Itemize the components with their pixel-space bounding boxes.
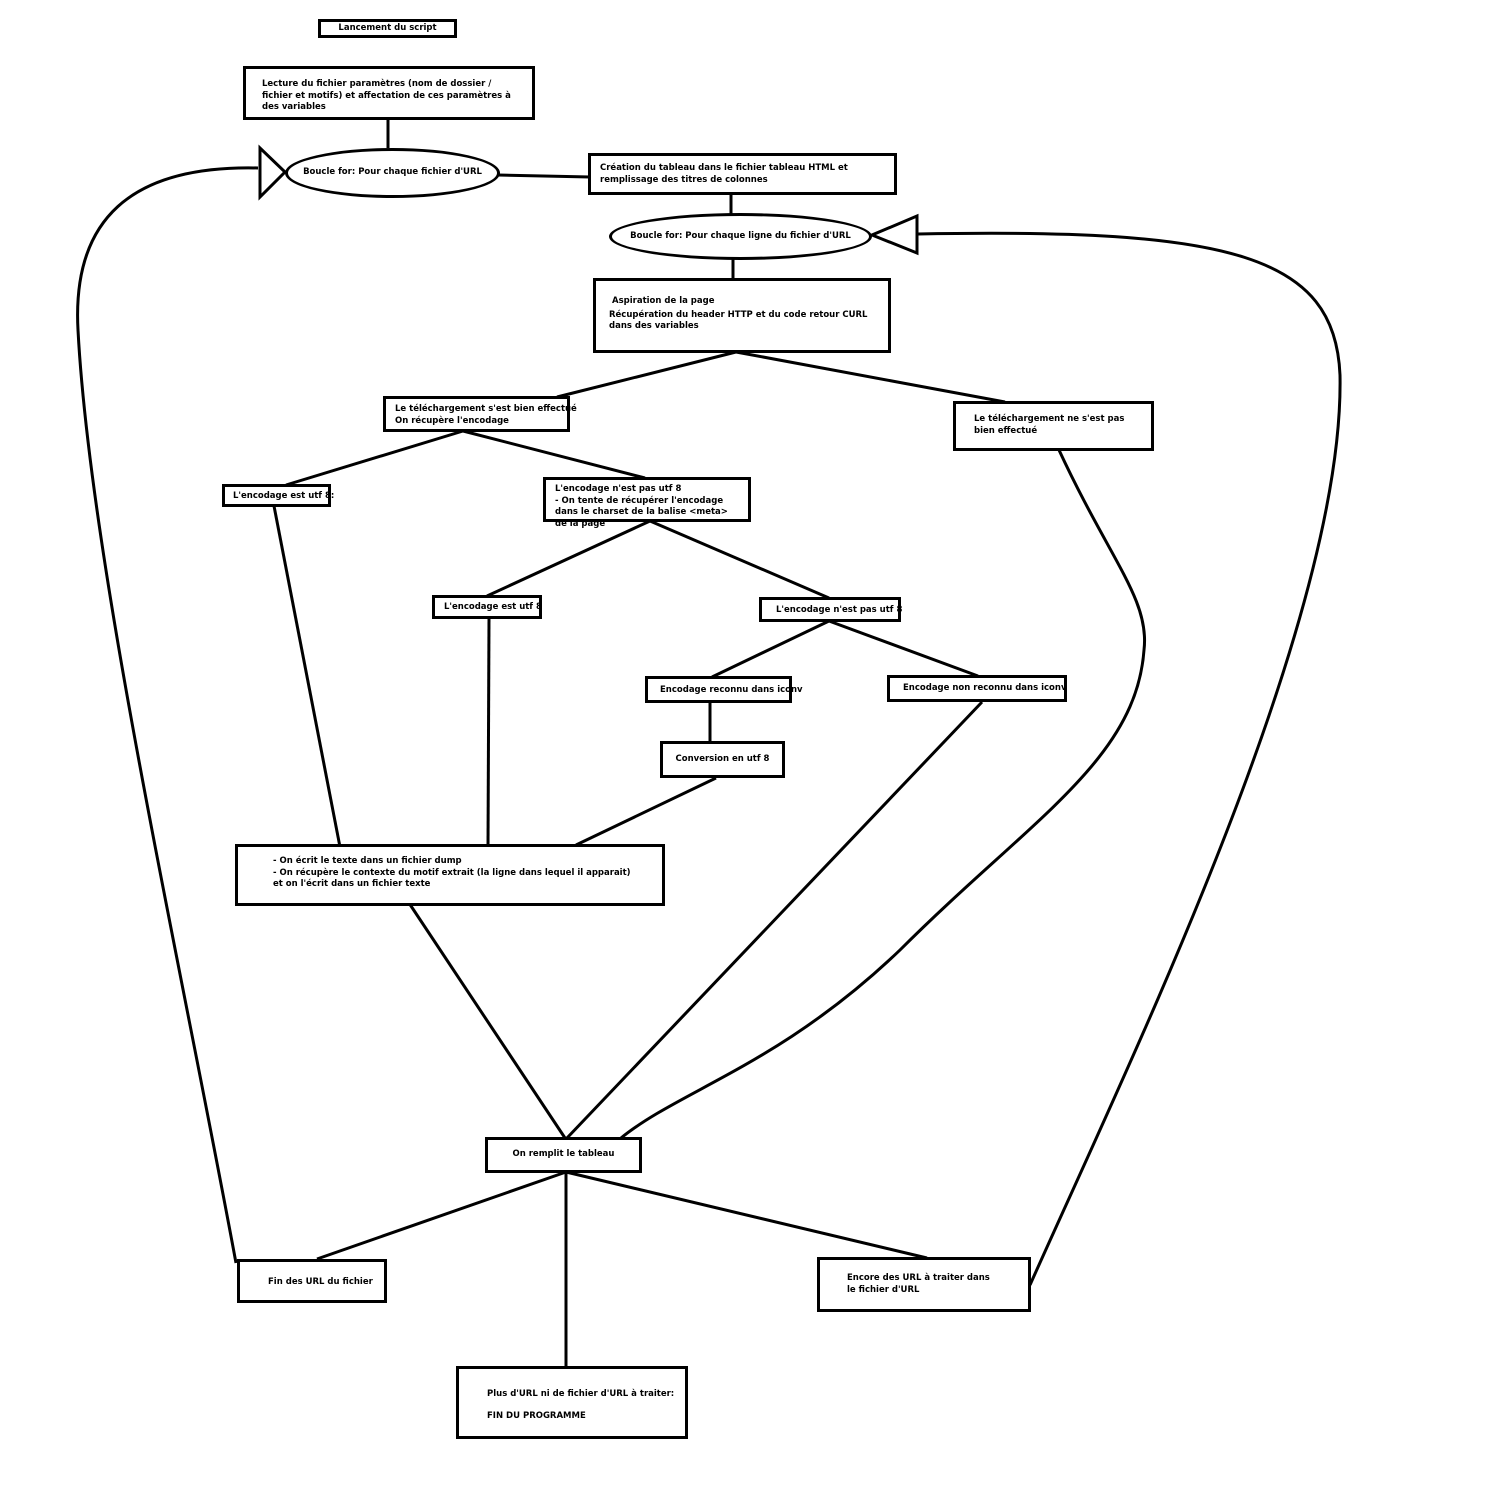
fill-table-node: On remplit le tableau [485, 1137, 642, 1173]
edge-loop-to-create-table [497, 173, 591, 179]
fetch-page-title: Aspiration de la page [612, 296, 715, 306]
edge-iconv-unknown-to-fill [565, 700, 984, 1140]
end-program-node: Plus d'URL ni de fichier d'URL à traiter… [456, 1366, 688, 1439]
download-ok-node: Le téléchargement s'est bien effectué On… [383, 396, 577, 432]
edge-meta-not-utf8-to-iconv-known [711, 619, 830, 679]
download-ok-line1: Le téléchargement s'est bien effectué [395, 404, 577, 414]
download-fail-node: Le téléchargement ne s'est pas bien effe… [953, 401, 1154, 451]
end-program-line1: Plus d'URL ni de fichier d'URL à traiter… [487, 1389, 675, 1399]
end-urls-label: Fin des URL du fichier [268, 1277, 373, 1287]
end-program-line2: FIN DU PROGRAMME [487, 1410, 586, 1421]
encoding-utf8-node: L'encodage est utf 8: [222, 484, 335, 507]
dump-line2: - On récupère le contexte du motif extra… [273, 867, 631, 890]
edge-dl-ok-to-enc-utf8 [285, 429, 464, 487]
encoding-not-utf8-line2: - On tente de récupérer l'encodage dans … [555, 495, 728, 529]
convert-utf8-label: Conversion en utf 8 [675, 753, 770, 764]
read-params-label: Lecture du fichier paramètres (nom de do… [262, 79, 511, 112]
edge-end-urls-loop-back [76, 166, 259, 1264]
download-ok-line2: On récupère l'encodage [395, 415, 509, 426]
edge-more-urls-loop-back [917, 231, 1342, 1286]
loop-files-label: Boucle for: Pour chaque fichier d'URL [303, 167, 482, 178]
dump-line1: - On écrit le texte dans un fichier dump [273, 856, 462, 866]
fill-table-label: On remplit le tableau [512, 1149, 615, 1160]
edge-fetch-to-dl-fail [735, 350, 1006, 404]
edge-enc-not-utf8-to-meta-not-utf8 [649, 519, 830, 600]
loop-files-ellipse: Boucle for: Pour chaque fichier d'URL [285, 148, 500, 198]
end-urls-node: Fin des URL du fichier [237, 1259, 387, 1303]
loop-lines-ellipse: Boucle for: Pour chaque ligne du fichier… [609, 213, 872, 260]
encoding-utf8-label: L'encodage est utf 8: [233, 491, 335, 501]
more-urls-label: Encore des URL à traiter dans le fichier… [847, 1273, 990, 1295]
edge-dump-to-fill [407, 902, 567, 1139]
fetch-page-node: Aspiration de la page Récupération du he… [593, 278, 891, 353]
edge-fill-to-end-urls [316, 1170, 567, 1261]
read-params-node: Lecture du fichier paramètres (nom de do… [243, 66, 535, 120]
loop-files-arrowhead [258, 144, 288, 201]
iconv-known-label: Encodage reconnu dans iconv [660, 685, 803, 695]
iconv-known-node: Encodage reconnu dans iconv [645, 676, 803, 703]
meta-utf8-node: L'encodage est utf 8 [432, 595, 542, 619]
loop-lines-arrowhead [868, 213, 919, 256]
edge-enc-utf8-to-dump [272, 505, 342, 848]
fetch-page-body: Récupération du header HTTP et du code r… [609, 309, 868, 332]
start-label: Lancement du script [338, 22, 437, 33]
edge-convert-to-dump [575, 776, 717, 847]
create-table-label: Création du tableau dans le fichier tabl… [600, 163, 848, 185]
meta-not-utf8-node: L'encodage n'est pas utf 8 [759, 597, 903, 622]
encoding-not-utf8-line1: L'encodage n'est pas utf 8 [555, 484, 682, 494]
meta-not-utf8-label: L'encodage n'est pas utf 8 [776, 605, 903, 615]
encoding-not-utf8-node: L'encodage n'est pas utf 8 - On tente de… [543, 477, 751, 529]
loop-lines-label: Boucle for: Pour chaque ligne du fichier… [630, 230, 851, 241]
start-node: Lancement du script [318, 19, 457, 38]
edge-fetch-to-dl-ok [556, 350, 737, 399]
edge-dl-ok-to-enc-not-utf8 [462, 429, 646, 480]
iconv-unknown-node: Encodage non reconnu dans iconv [887, 675, 1067, 702]
iconv-unknown-label: Encodage non reconnu dans iconv [903, 683, 1067, 693]
edge-fill-to-more-urls [565, 1170, 928, 1260]
edge-meta-not-utf8-to-iconv-unknown [828, 619, 979, 678]
edge-dl-fail-to-fill [620, 449, 1147, 1140]
meta-utf8-label: L'encodage est utf 8 [444, 602, 542, 612]
dump-node: - On écrit le texte dans un fichier dump… [235, 844, 665, 906]
download-fail-label: Le téléchargement ne s'est pas bien effe… [974, 414, 1125, 436]
create-table-node: Création du tableau dans le fichier tabl… [588, 153, 897, 195]
edge-enc-not-utf8-to-meta-utf8 [486, 519, 651, 598]
convert-utf8-node: Conversion en utf 8 [660, 741, 785, 778]
more-urls-node: Encore des URL à traiter dans le fichier… [817, 1257, 1031, 1312]
edge-meta-utf8-to-dump [486, 618, 491, 848]
